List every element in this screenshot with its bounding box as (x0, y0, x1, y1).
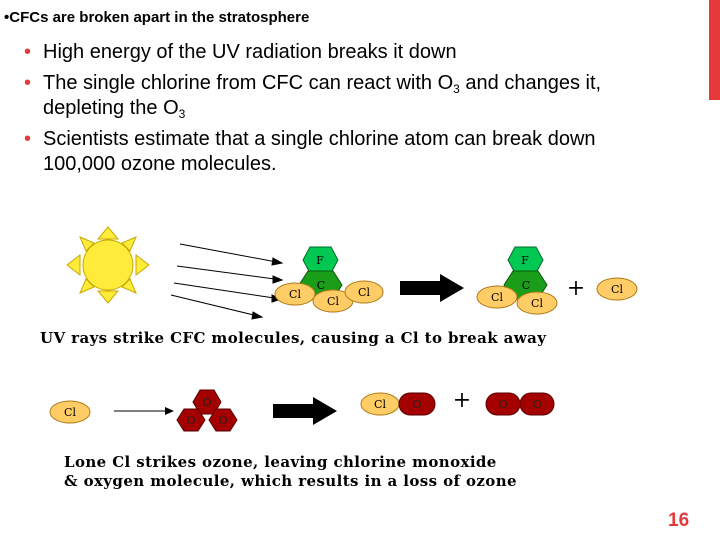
accent-bar (709, 0, 720, 100)
bullet-text: Scientists estimate that a single chlori… (43, 128, 596, 175)
atom-label: O (186, 414, 195, 427)
sun-icon (66, 226, 150, 304)
bullet-text-part: and changes it, depleting the O (43, 72, 602, 119)
bullet-list: • High energy of the UV radiation breaks… (24, 40, 664, 183)
page-number: 16 (668, 510, 690, 531)
caption-cfc: UV rays strike CFC molecules, causing a … (40, 329, 547, 347)
atom-label: F (316, 254, 324, 267)
bullet-item: • The single chlorine from CFC can react… (24, 71, 664, 121)
atom-label: Cl (491, 291, 503, 304)
atom-label: O (412, 398, 421, 411)
subscript: 3 (178, 107, 186, 121)
chlorine-atom (476, 285, 518, 309)
bullet-text: High energy of the UV radiation breaks i… (43, 41, 457, 63)
bullet-marker: • (24, 41, 32, 63)
thin-arrow (114, 407, 174, 415)
oxygen-molecule: O O (485, 392, 555, 416)
atom-label: C (522, 279, 530, 292)
chlorine-monoxide: Cl O (360, 392, 436, 416)
plus-sign: + (453, 388, 471, 413)
bullet-item: • Scientists estimate that a single chlo… (24, 127, 664, 177)
atom-label: O (532, 398, 541, 411)
atom-label: F (521, 254, 529, 267)
caption-ozone-line2: & oxygen molecule, which results in a lo… (64, 472, 517, 490)
ozone-depletion-diagram: F C Cl Cl Cl F C Cl Cl + Cl UV rays stri… (40, 226, 638, 490)
atom-label: Cl (289, 288, 301, 301)
chlorine-atom (516, 291, 558, 315)
reaction-arrow (273, 397, 337, 425)
atom-label: Cl (374, 398, 386, 411)
plus-sign: + (567, 276, 585, 301)
slide-heading: •CFCs are broken apart in the stratosphe… (4, 9, 310, 26)
bullet-marker: • (24, 128, 32, 150)
oxygen-atom (208, 408, 238, 432)
atom-label: Cl (531, 297, 543, 310)
bullet-item: • High energy of the UV radiation breaks… (24, 40, 664, 65)
atom-label: O (202, 396, 211, 409)
atom-label: O (498, 398, 507, 411)
cfc-molecule-after: F C Cl Cl (476, 246, 558, 315)
oxygen-atom (176, 408, 206, 432)
subscript: 3 (453, 82, 460, 96)
atom-label: Cl (64, 406, 76, 419)
chlorine-atom (344, 280, 384, 304)
reaction-arrow (400, 274, 464, 302)
atom-label: C (317, 279, 325, 292)
atom-label: Cl (327, 295, 339, 308)
lone-chlorine: Cl (49, 400, 91, 424)
free-chlorine: Cl (596, 277, 638, 301)
atom-label: Cl (358, 286, 370, 299)
uv-rays (170, 243, 284, 320)
cfc-molecule: F C Cl Cl Cl (274, 246, 384, 313)
bullet-marker: • (24, 72, 32, 94)
atom-label: O (218, 414, 227, 427)
ozone-molecule: O O O (176, 389, 238, 432)
atom-label: Cl (611, 283, 623, 296)
caption-ozone-line1: Lone Cl strikes ozone, leaving chlorine … (64, 453, 497, 471)
chlorine-atom (274, 282, 316, 306)
bullet-text-part: The single chlorine from CFC can react w… (43, 72, 454, 94)
